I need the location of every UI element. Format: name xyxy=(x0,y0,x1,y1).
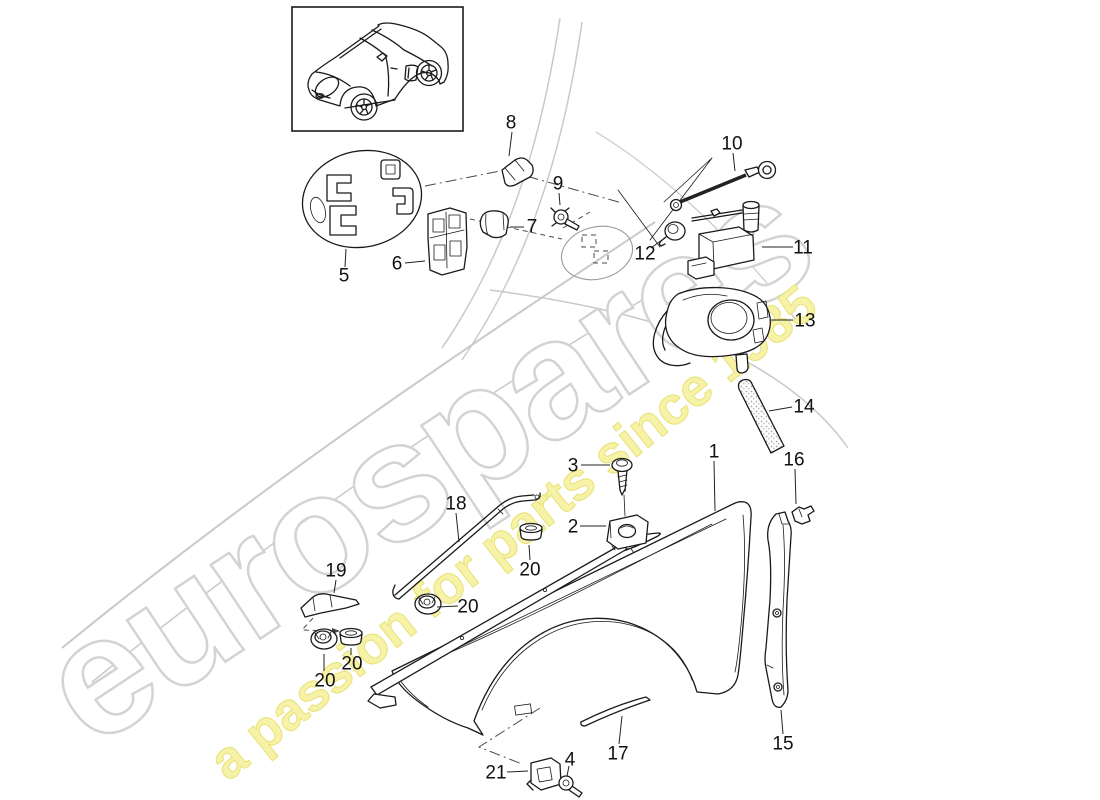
part-callout-19[interactable]: 19 xyxy=(325,561,347,594)
part-callout-1[interactable]: 1 xyxy=(709,442,720,512)
part-8-cap[interactable] xyxy=(501,157,534,187)
callout-number[interactable]: 3 xyxy=(568,456,579,477)
callout-leader-line xyxy=(558,192,561,206)
callout-number[interactable]: 4 xyxy=(565,750,576,771)
callout-number[interactable]: 5 xyxy=(339,266,350,287)
callout-number[interactable]: 14 xyxy=(793,397,815,418)
callout-leader-line xyxy=(618,715,623,745)
fender-sill-flange xyxy=(370,543,628,696)
part-20-flange-nut-b[interactable] xyxy=(310,628,338,650)
callout-number[interactable]: 12 xyxy=(634,244,655,265)
callout-leader-line xyxy=(333,579,337,594)
part-callout-12[interactable]: 12 xyxy=(634,236,667,265)
callout-number[interactable]: 9 xyxy=(553,174,564,195)
callout-leader-line xyxy=(344,248,347,268)
callout-leader-line xyxy=(455,512,460,543)
part-20-flange-nut-a[interactable] xyxy=(414,593,442,615)
callout-number[interactable]: 18 xyxy=(445,494,466,515)
callout-number[interactable]: 19 xyxy=(325,561,346,582)
callout-leader-line xyxy=(506,770,529,773)
part-12-grommet[interactable] xyxy=(658,221,686,247)
part-callout-17[interactable]: 17 xyxy=(607,715,629,765)
callout-leader-line xyxy=(650,236,667,249)
callout-number[interactable]: 13 xyxy=(794,311,815,332)
part-callout-2[interactable]: 2 xyxy=(568,517,606,538)
part-callout-20[interactable]: 20 xyxy=(314,654,336,692)
callout-number[interactable]: 10 xyxy=(721,134,742,155)
part-callout-16[interactable]: 16 xyxy=(783,450,805,505)
callout-number[interactable]: 20 xyxy=(457,597,478,618)
callout-number[interactable]: 7 xyxy=(527,217,538,238)
part-callout-13[interactable]: 13 xyxy=(771,311,816,332)
callout-leader-line xyxy=(794,468,797,505)
callout-number[interactable]: 16 xyxy=(783,450,804,471)
callout-number[interactable]: 1 xyxy=(709,442,720,463)
callout-number[interactable]: 21 xyxy=(485,763,506,784)
callout-leader-line xyxy=(732,152,736,172)
part-callout-15[interactable]: 15 xyxy=(772,709,794,755)
callout-leader-line xyxy=(508,131,513,157)
part-callout-18[interactable]: 18 xyxy=(445,494,467,543)
vehicle-thumbnail[interactable] xyxy=(291,6,464,132)
callout-number[interactable]: 20 xyxy=(314,671,335,692)
part-11-lock-actuator[interactable] xyxy=(687,200,760,280)
callout-leader-line xyxy=(436,605,459,608)
part-callout-5[interactable]: 5 xyxy=(339,248,350,287)
part-callout-14[interactable]: 14 xyxy=(768,397,815,418)
callout-number[interactable]: 20 xyxy=(519,560,540,581)
part-18-sealing-rail[interactable] xyxy=(392,492,541,600)
part-callout-9[interactable]: 9 xyxy=(553,174,564,206)
part-3-screw[interactable] xyxy=(611,457,633,496)
callout-number[interactable]: 2 xyxy=(568,517,579,538)
part-9-knob-screw[interactable] xyxy=(550,207,580,231)
part-7-clip[interactable] xyxy=(479,210,509,239)
part-6-support-bracket[interactable] xyxy=(427,207,468,276)
assembly-reference-lines xyxy=(300,157,713,765)
callout-leader-line xyxy=(404,260,426,264)
car-line-drawing xyxy=(307,22,449,121)
callout-number[interactable]: 15 xyxy=(772,734,793,755)
part-callout-4[interactable]: 4 xyxy=(565,750,576,777)
part-1-fender[interactable] xyxy=(367,501,752,736)
part-19-bracket[interactable] xyxy=(300,593,360,618)
callout-number[interactable]: 11 xyxy=(793,238,813,259)
part-callout-21[interactable]: 21 xyxy=(485,763,529,784)
part-20-dome-nut-a[interactable] xyxy=(519,522,543,541)
part-4-screw[interactable] xyxy=(558,775,583,798)
callout-number[interactable]: 20 xyxy=(341,654,362,675)
part-callout-7[interactable]: 7 xyxy=(510,217,537,238)
part-15-side-bracket[interactable] xyxy=(764,511,792,708)
part-callout-6[interactable]: 6 xyxy=(392,254,426,275)
part-callout-20[interactable]: 20 xyxy=(519,544,541,581)
part-callout-8[interactable]: 8 xyxy=(506,113,517,157)
part-callout-20[interactable]: 20 xyxy=(341,648,363,675)
part-21-clamp-bracket[interactable] xyxy=(526,757,562,791)
callout-leader-line xyxy=(713,460,716,512)
callout-number[interactable]: 8 xyxy=(506,113,517,134)
part-13-filler-housing[interactable] xyxy=(652,286,771,374)
part-callout-10[interactable]: 10 xyxy=(721,134,743,172)
part-17-trim-strip[interactable] xyxy=(580,696,651,727)
callout-number[interactable]: 6 xyxy=(392,254,403,275)
callout-number[interactable]: 17 xyxy=(607,744,628,765)
part-5-cover-plate[interactable] xyxy=(293,140,430,259)
part-14-drain-hose[interactable] xyxy=(737,378,785,454)
part-callout-3[interactable]: 3 xyxy=(568,456,610,477)
part-16-clip[interactable] xyxy=(791,505,815,525)
callout-leader-line xyxy=(780,709,784,735)
callout-leader-line xyxy=(528,544,531,561)
callout-leader-line xyxy=(566,765,570,777)
part-10-release-cable[interactable] xyxy=(669,160,777,212)
part-callout-20[interactable]: 20 xyxy=(436,597,479,618)
callout-leader-line xyxy=(768,406,793,412)
part-callout-11[interactable]: 11 xyxy=(762,238,813,259)
part-2-clamp-nut[interactable] xyxy=(606,514,649,550)
part-20-dome-nut-b[interactable] xyxy=(339,627,363,646)
